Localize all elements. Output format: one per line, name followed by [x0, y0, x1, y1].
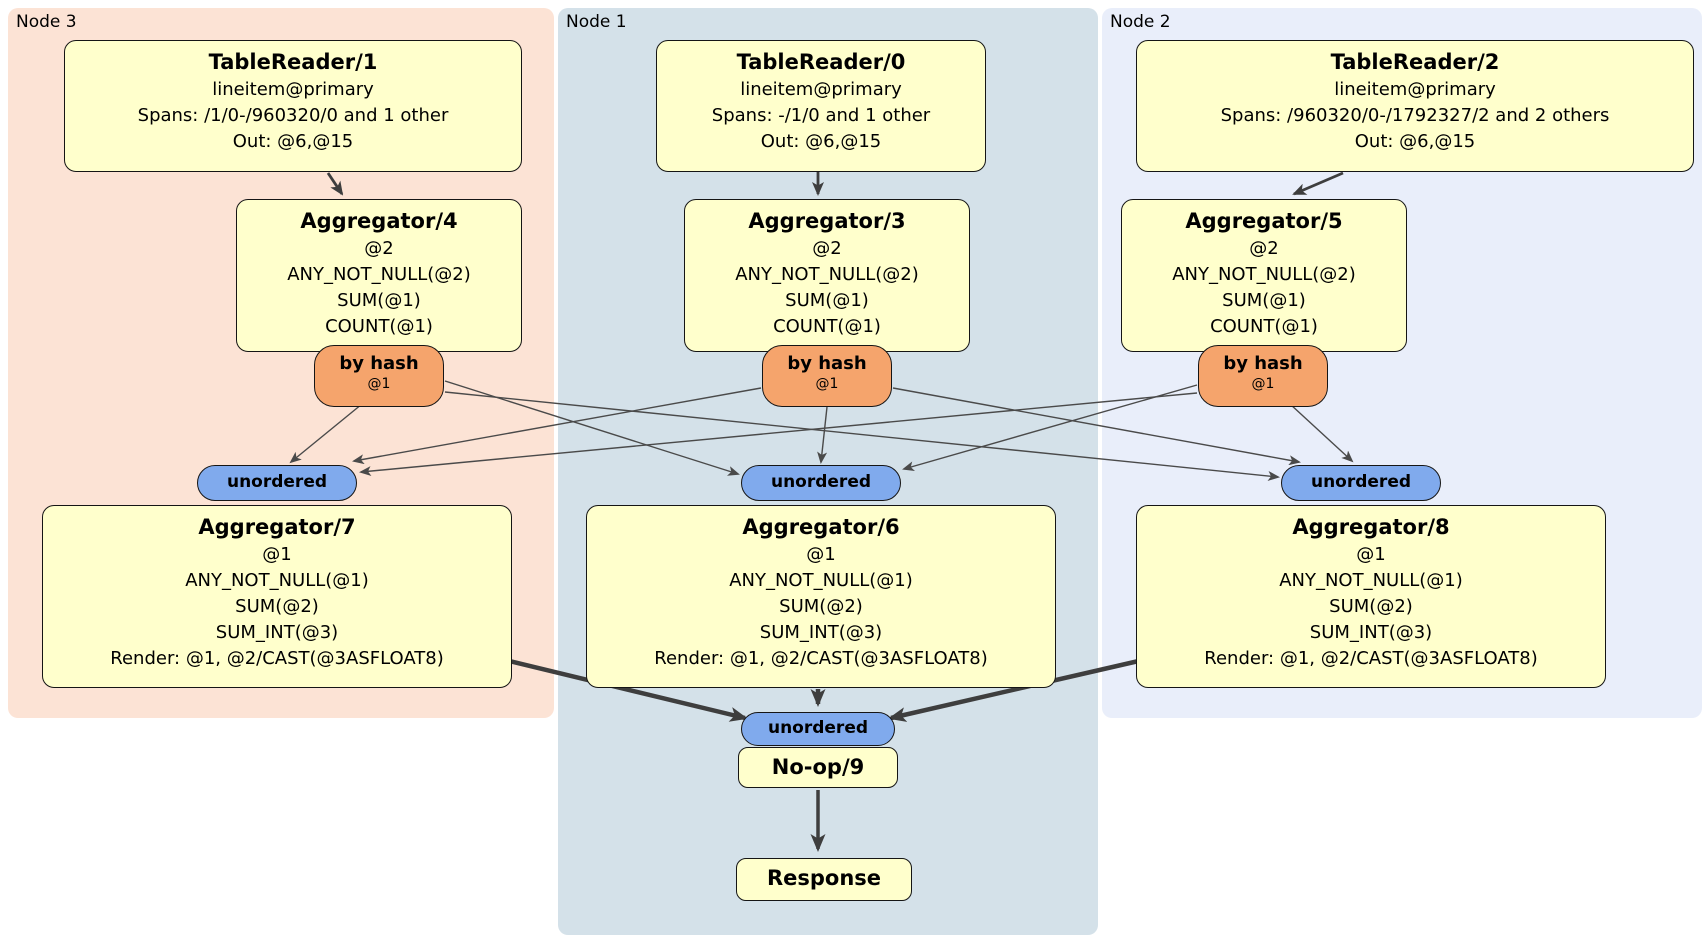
processor-detail: @2	[364, 238, 394, 259]
processor-detail: SUM(@2)	[1329, 596, 1413, 617]
processor-detail: lineitem@primary	[212, 79, 374, 100]
edge-byhashM-syncR	[892, 387, 1301, 466]
processor-detail: @1	[262, 544, 292, 565]
router-label: by hash	[787, 353, 867, 374]
processor-detail: ANY_NOT_NULL(@2)	[287, 264, 471, 285]
edge-byhashM-syncL	[352, 387, 762, 465]
processor-noop-9: No-op/9	[738, 747, 898, 788]
sync-unordered-node1: unordered	[741, 465, 901, 501]
edge-tr2-agg5	[1292, 171, 1344, 196]
router-key: @1	[367, 376, 391, 392]
processor-detail: Out: @6,@15	[232, 131, 354, 152]
node1-label: Node 1	[566, 12, 627, 32]
node2-label: Node 2	[1110, 12, 1171, 32]
processor-detail: Render: @1, @2/CAST(@3ASFLOAT8)	[1204, 648, 1538, 669]
router-by-hash-node2: by hash @1	[1198, 345, 1328, 407]
processor-detail: COUNT(@1)	[1210, 316, 1318, 337]
processor-detail: SUM(@1)	[1222, 290, 1306, 311]
response-node: Response	[736, 858, 912, 901]
router-by-hash-node1: by hash @1	[762, 345, 892, 407]
processor-aggregator-5: Aggregator/5 @2 ANY_NOT_NULL(@2) SUM(@1)…	[1121, 199, 1407, 352]
processor-detail: Out: @6,@15	[1354, 131, 1476, 152]
processor-detail: SUM_INT(@3)	[1309, 622, 1433, 643]
sync-label: unordered	[770, 472, 872, 492]
processor-title: Aggregator/7	[198, 515, 356, 539]
processor-detail: Spans: /960320/0-/1792327/2 and 2 others	[1220, 105, 1610, 126]
processor-detail: lineitem@primary	[740, 79, 902, 100]
sync-label: unordered	[767, 718, 869, 738]
processor-aggregator-7: Aggregator/7 @1 ANY_NOT_NULL(@1) SUM(@2)…	[42, 505, 512, 688]
router-label: by hash	[1223, 353, 1303, 374]
processor-detail: @2	[812, 238, 842, 259]
edge-byhashR-syncM	[902, 384, 1198, 472]
processor-detail: lineitem@primary	[1334, 79, 1496, 100]
processor-detail: Render: @1, @2/CAST(@3ASFLOAT8)	[110, 648, 444, 669]
processor-detail: SUM(@2)	[235, 596, 319, 617]
edge-byhashL-syncL	[289, 403, 363, 464]
processor-detail: SUM_INT(@3)	[215, 622, 339, 643]
processor-detail: ANY_NOT_NULL(@1)	[185, 570, 369, 591]
processor-detail: ANY_NOT_NULL(@2)	[735, 264, 919, 285]
processor-aggregator-4: Aggregator/4 @2 ANY_NOT_NULL(@2) SUM(@1)…	[236, 199, 522, 352]
processor-title: Response	[766, 866, 882, 890]
processor-tablereader-2: TableReader/2 lineitem@primary Spans: /9…	[1136, 40, 1694, 172]
processor-detail: SUM_INT(@3)	[759, 622, 883, 643]
edge-byhashR-syncR	[1289, 403, 1354, 463]
processor-detail: Render: @1, @2/CAST(@3ASFLOAT8)	[654, 648, 988, 669]
processor-title: TableReader/2	[1330, 50, 1500, 74]
processor-aggregator-3: Aggregator/3 @2 ANY_NOT_NULL(@2) SUM(@1)…	[684, 199, 970, 352]
node3-label: Node 3	[16, 12, 77, 32]
processor-detail: Out: @6,@15	[760, 131, 882, 152]
processor-detail: SUM(@1)	[785, 290, 869, 311]
processor-detail: SUM(@2)	[779, 596, 863, 617]
router-label: by hash	[339, 353, 419, 374]
processor-tablereader-0: TableReader/0 lineitem@primary Spans: -/…	[656, 40, 986, 172]
sync-label: unordered	[226, 472, 328, 492]
processor-title: TableReader/0	[736, 50, 906, 74]
processor-detail: ANY_NOT_NULL(@1)	[1279, 570, 1463, 591]
processor-tablereader-1: TableReader/1 lineitem@primary Spans: /1…	[64, 40, 522, 172]
processor-aggregator-8: Aggregator/8 @1 ANY_NOT_NULL(@1) SUM(@2)…	[1136, 505, 1606, 688]
processor-title: Aggregator/3	[748, 209, 906, 233]
sync-unordered-node3: unordered	[197, 465, 357, 501]
processor-title: No-op/9	[771, 755, 865, 779]
processor-detail: Spans: -/1/0 and 1 other	[711, 105, 931, 126]
processor-detail: ANY_NOT_NULL(@2)	[1172, 264, 1356, 285]
router-key: @1	[815, 376, 839, 392]
sync-unordered-node2: unordered	[1281, 465, 1441, 501]
processor-detail: @2	[1249, 238, 1279, 259]
sync-unordered-final: unordered	[741, 712, 895, 746]
router-key: @1	[1251, 376, 1275, 392]
processor-title: TableReader/1	[208, 50, 378, 74]
processor-detail: COUNT(@1)	[773, 316, 881, 337]
edge-byhashM-syncM	[817, 406, 828, 464]
processor-detail: ANY_NOT_NULL(@1)	[729, 570, 913, 591]
sync-label: unordered	[1310, 472, 1412, 492]
router-by-hash-node3: by hash @1	[314, 345, 444, 407]
edge-byhashR-syncL	[359, 392, 1198, 477]
edge-tr1-agg4	[326, 172, 344, 196]
processor-title: Aggregator/6	[742, 515, 900, 539]
edge-agg7-syncF	[504, 657, 748, 722]
processor-detail: @1	[1356, 544, 1386, 565]
processor-aggregator-6: Aggregator/6 @1 ANY_NOT_NULL(@1) SUM(@2)…	[586, 505, 1056, 688]
edge-agg8-syncF	[888, 657, 1144, 722]
edge-byhashL-syncR	[444, 391, 1280, 481]
processor-title: Aggregator/4	[300, 209, 458, 233]
processor-detail: COUNT(@1)	[325, 316, 433, 337]
processor-detail: Spans: /1/0-/960320/0 and 1 other	[137, 105, 449, 126]
processor-title: Aggregator/8	[1292, 515, 1450, 539]
processor-detail: SUM(@1)	[337, 290, 421, 311]
processor-detail: @1	[806, 544, 836, 565]
processor-title: Aggregator/5	[1185, 209, 1343, 233]
